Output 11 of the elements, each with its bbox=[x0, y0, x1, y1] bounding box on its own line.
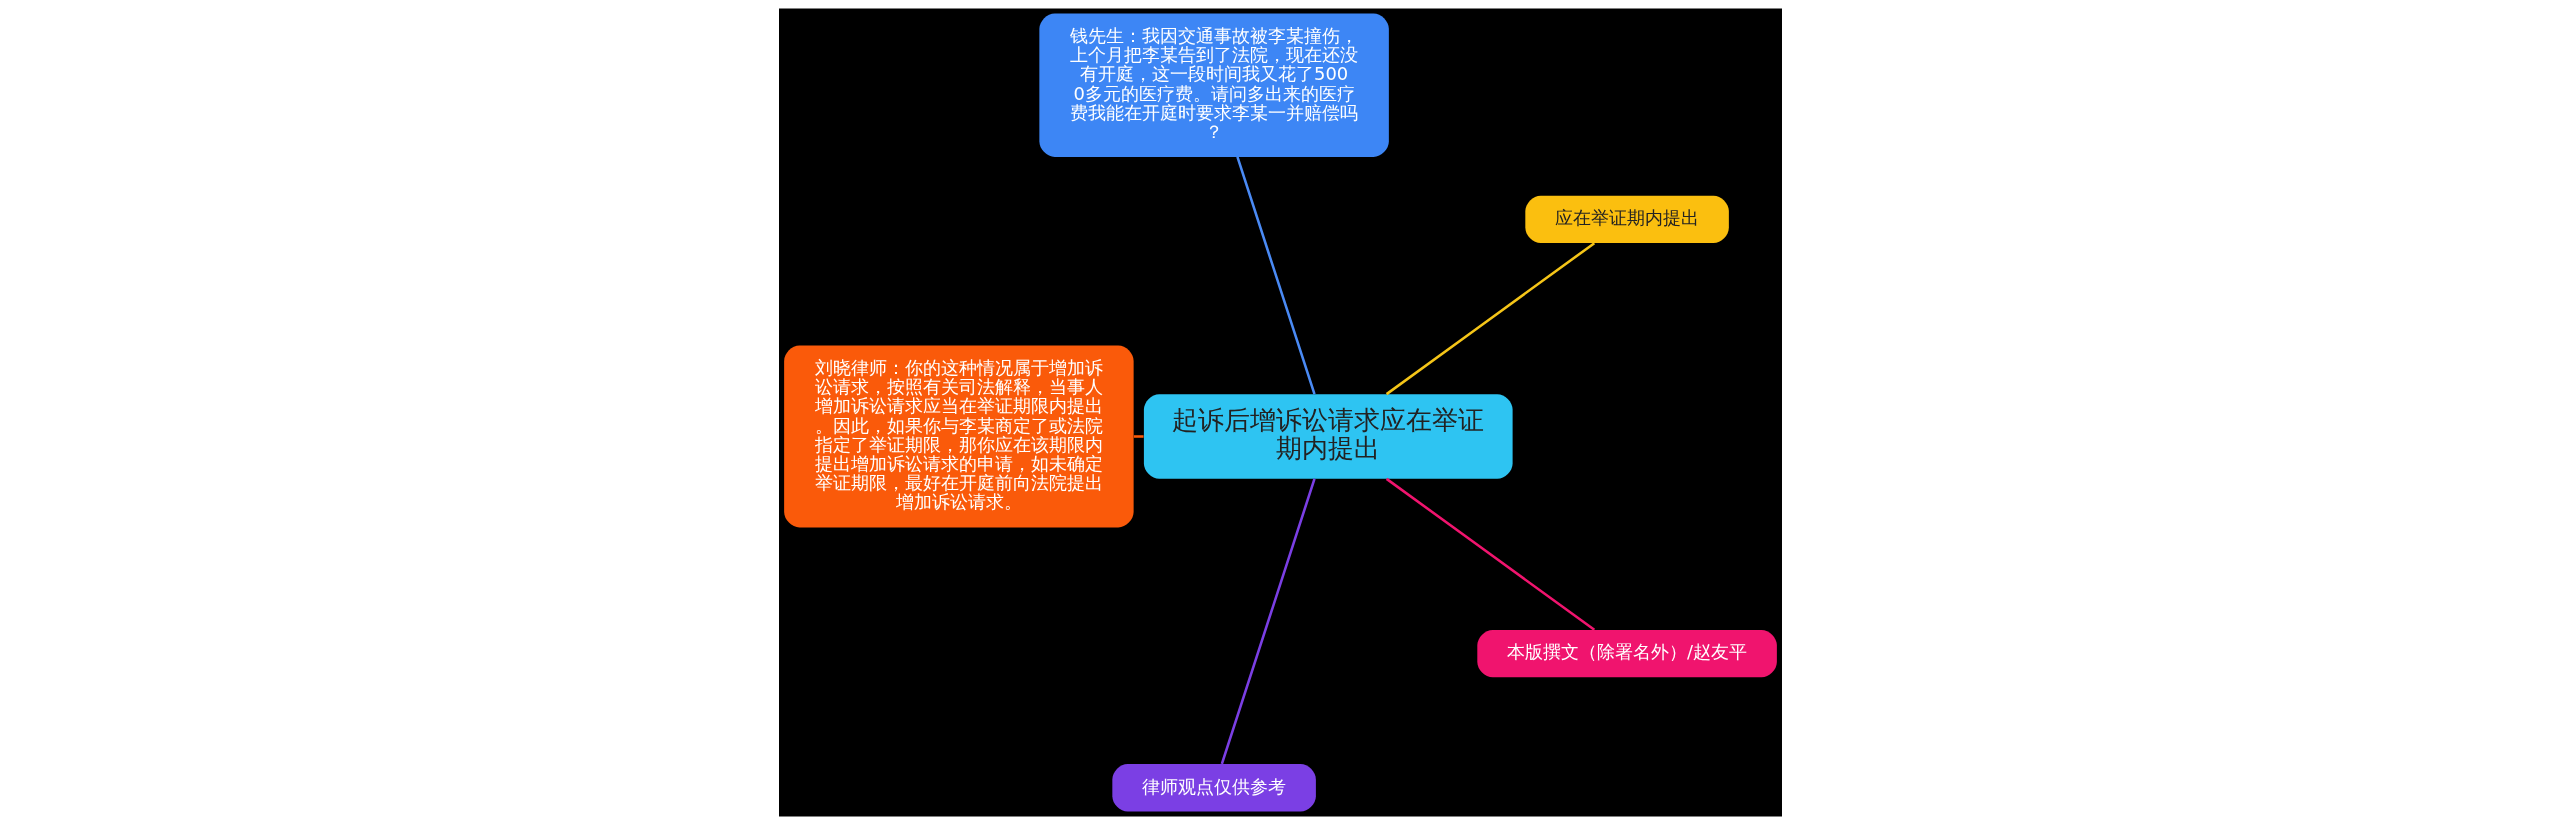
connector bbox=[1133, 435, 1144, 438]
connector bbox=[1385, 477, 1595, 631]
node-box: 钱先生：我因交通事故被李某撞伤，上个月把李某告到了法院，现在还没有开庭，这一段时间我又花了5000多元的医疗费。请问多出来的医疗费我能在开庭时要求李某一并赔偿吗？ bbox=[1038, 13, 1389, 157]
connector bbox=[1235, 156, 1316, 395]
connector bbox=[1220, 478, 1316, 765]
connector bbox=[1385, 242, 1595, 396]
node-box: 刘晓律师：你的这种情况属于增加诉讼请求，按照有关司法解释，当事人增加诉讼请求应当在举证期限内提出。因此，如果你与李某商定了或法院指定了举证期限，那你应在该期限内提出增加诉讼请求的申请，如未确定举证期限，最好在开庭前向法院提出增加诉讼请求。 bbox=[783, 345, 1134, 528]
node-box: 本版撰文（除署名外）/赵友平 bbox=[1476, 629, 1777, 678]
node-box: 应在举证期内提出 bbox=[1524, 195, 1729, 244]
node-box: 起诉后增诉讼请求应在举证期内提出 bbox=[1143, 394, 1513, 479]
node-box: 律师观点仅供参考 bbox=[1111, 764, 1316, 812]
